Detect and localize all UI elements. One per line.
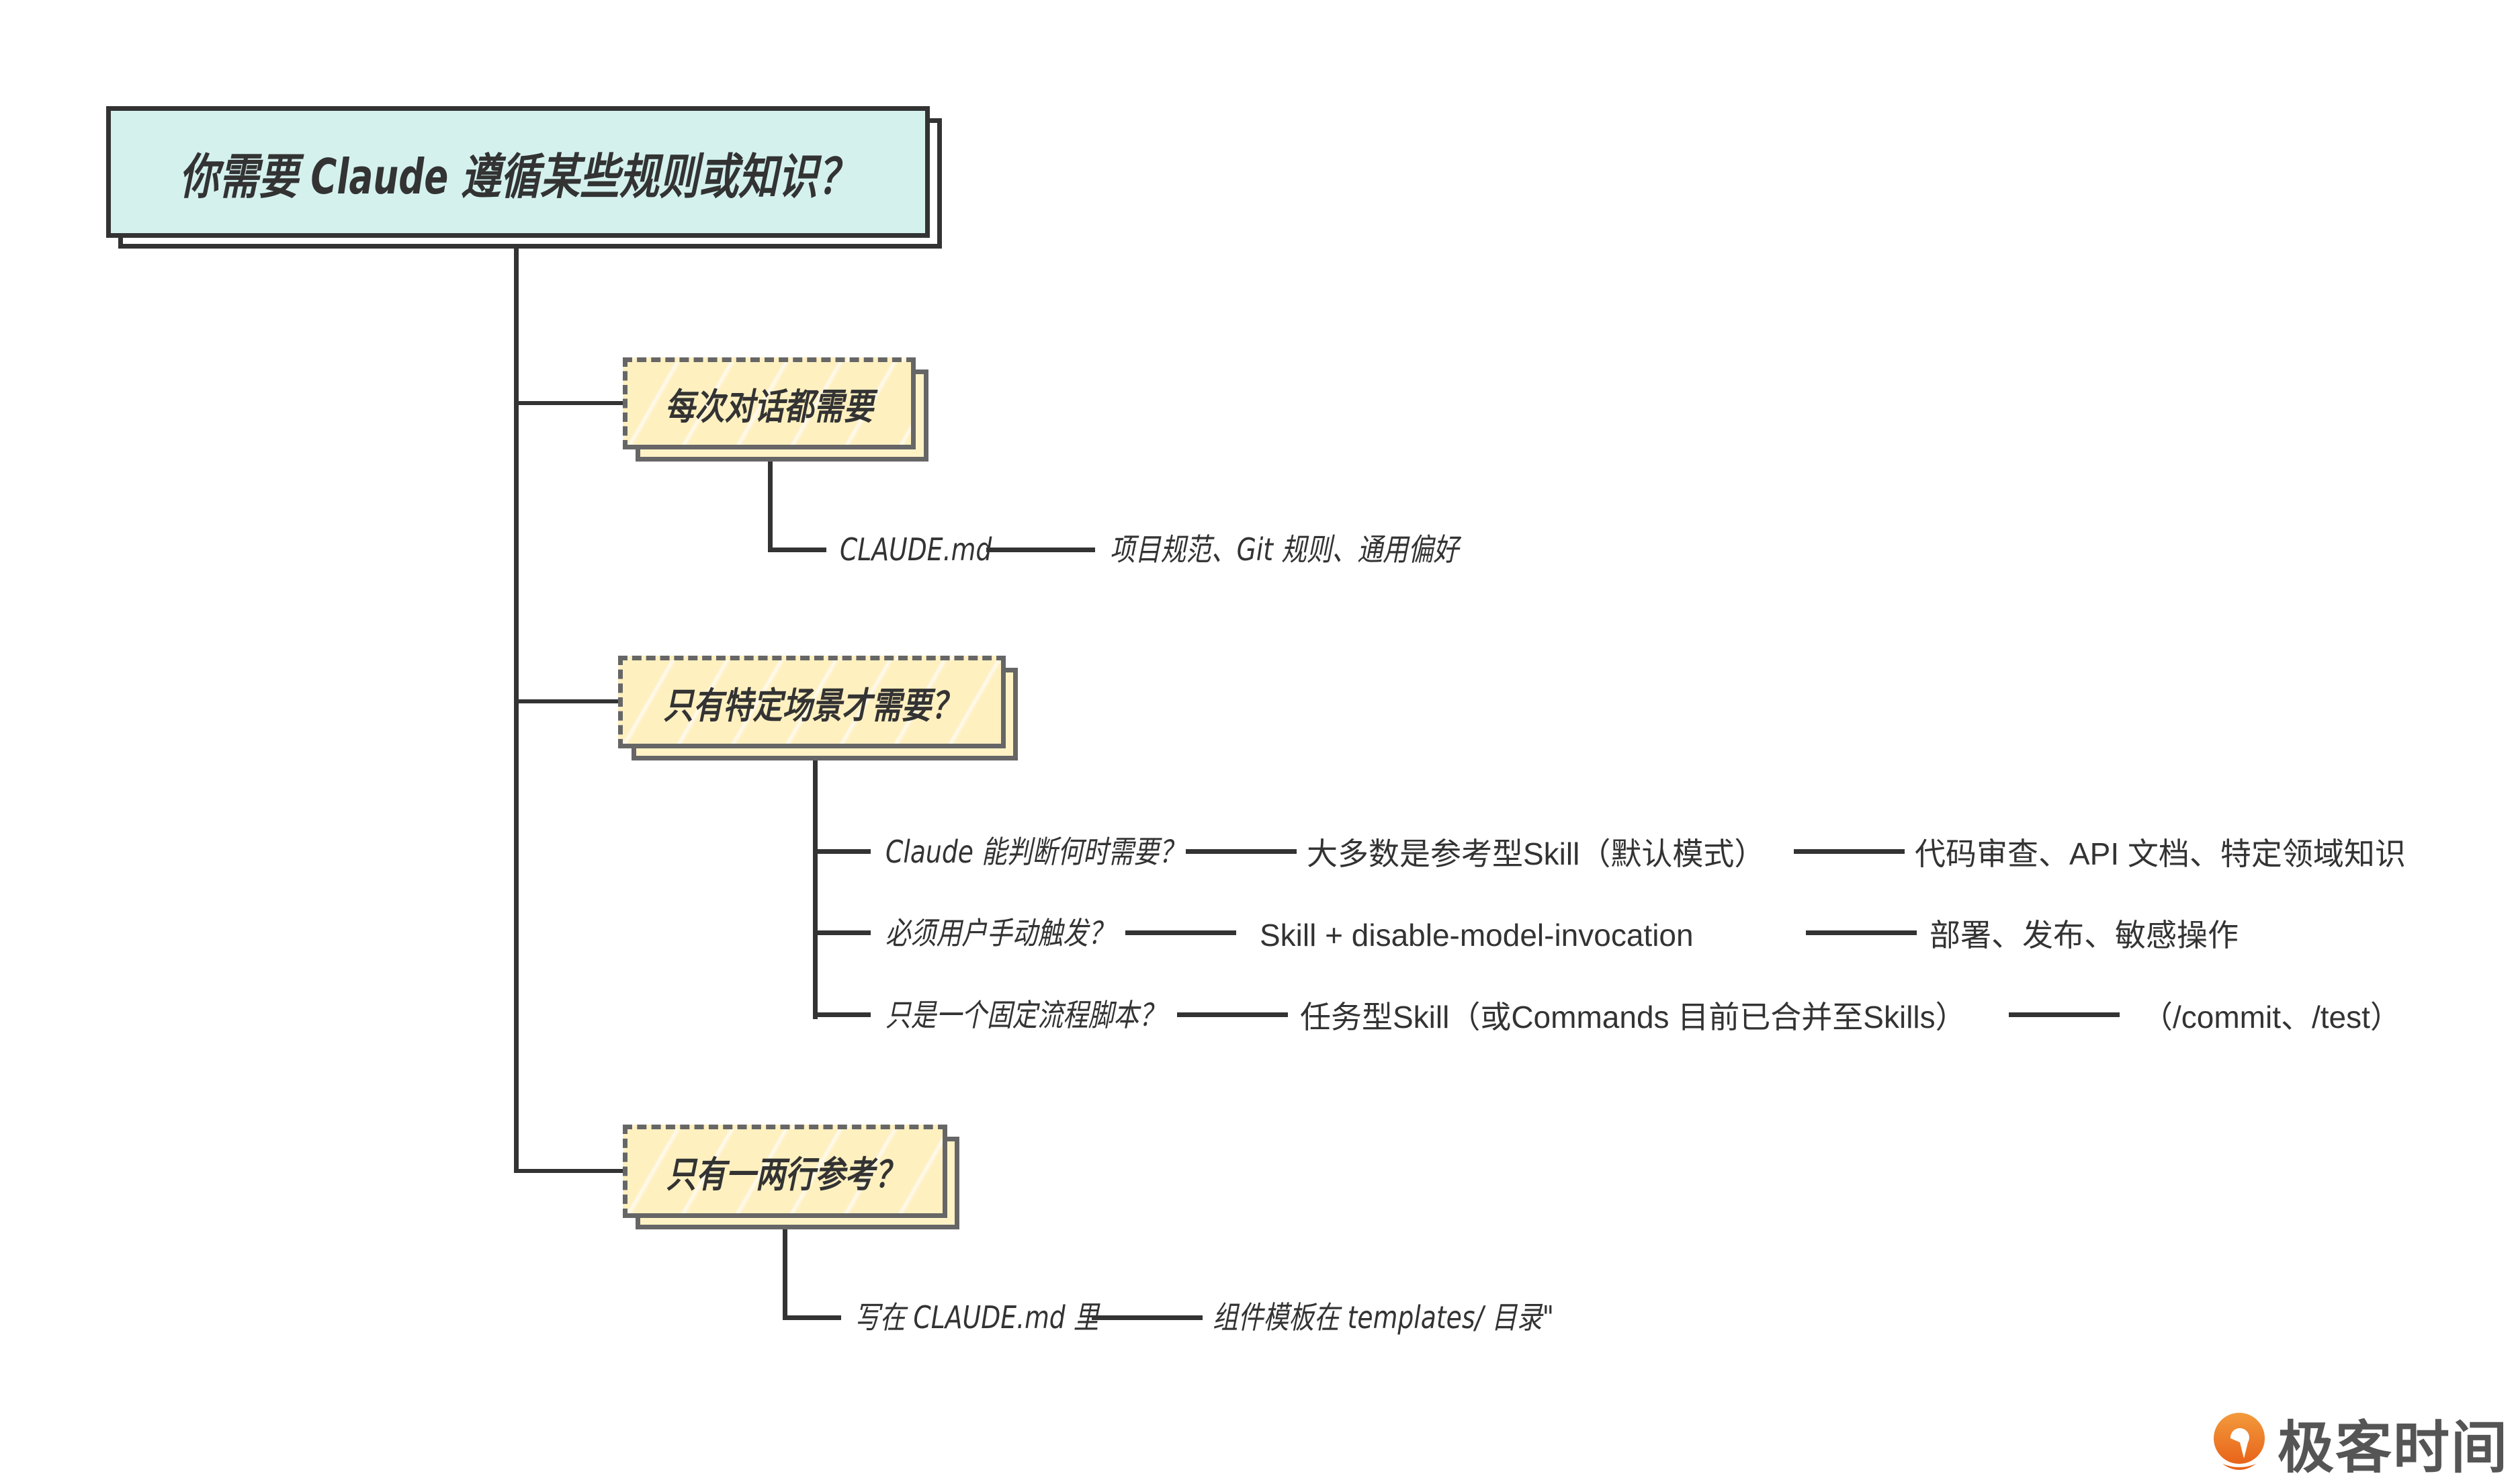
category-3-node: 只有一两行参考？ (623, 1125, 947, 1218)
category-3-child-line (783, 1315, 841, 1320)
category-2-child-1-dash-2 (1794, 849, 1905, 854)
category-2-label: 只有特定场景才需要？ (663, 684, 961, 727)
category-2-child-2-dash-1 (1125, 930, 1236, 935)
root-node: 你需要 Claude 遵循某些规则或知识？ (106, 106, 930, 238)
branch-line-2 (514, 699, 620, 703)
branch-line-3 (514, 1169, 623, 1173)
category-2-child-1-dash-1 (1186, 849, 1297, 854)
category-2-child-2-condition: 必须用户手动触发？ (885, 915, 1114, 951)
category-1-child-line (768, 548, 826, 552)
category-2-child-3-condition: 只是一个固定流程脚本？ (885, 997, 1164, 1033)
category-3-condition: 写在 CLAUDE.md 里 (855, 1299, 1099, 1336)
category-1-node: 每次对话都需要 (623, 357, 916, 449)
category-2-child-3-solution: 任务型Skill（或Commands 目前已合并至Skills） (1300, 1000, 1966, 1035)
category-2-child-3-dash-1 (1177, 1012, 1288, 1017)
category-2-child-1-solution: 大多数是参考型Skill（默认模式） (1307, 836, 1766, 871)
category-1-connector (768, 462, 773, 552)
root-node-label: 你需要 Claude 遵循某些规则或知识？ (179, 148, 857, 205)
category-2-child-1-examples: 代码审查、API 文档、特定领域知识 (1915, 836, 2406, 871)
category-2-child-2-solution: Skill + disable-model-invocation (1260, 918, 1694, 953)
branch-line-1 (514, 401, 623, 405)
category-3-connector (783, 1229, 787, 1319)
geektime-logo-icon (2210, 1411, 2268, 1476)
category-3-label: 只有一两行参考？ (666, 1153, 904, 1196)
category-1-label: 每次对话都需要 (665, 386, 873, 428)
category-2-child-3-line (813, 1012, 871, 1017)
category-2-child-3-dash-2 (2009, 1012, 2120, 1017)
category-2-child-1-line (813, 849, 871, 854)
category-2-child-2-dash-2 (1806, 930, 1917, 935)
category-3-examples: 组件模板在 templates/ 目录" (1213, 1299, 1555, 1336)
category-1-dash (986, 548, 1095, 552)
category-2-child-3-examples: （/commit、/test） (2142, 1000, 2401, 1035)
category-2-child-2-examples: 部署、发布、敏感操作 (1930, 918, 2239, 953)
brand-logo-text: 极客时间 (2278, 1415, 2509, 1481)
main-trunk-line (514, 249, 519, 1173)
category-2-connector (813, 760, 818, 1019)
brand-logo: 极客时间 (2210, 1403, 2509, 1484)
category-2-child-1-condition: Claude 能判断何时需要？ (885, 834, 1184, 870)
category-2-child-2-line (813, 930, 871, 935)
category-2-node: 只有特定场景才需要？ (618, 656, 1006, 748)
category-3-dash (1092, 1315, 1203, 1320)
category-1-condition: CLAUDE.md (840, 531, 992, 568)
category-1-examples: 项目规范、Git 规则、通用偏好 (1110, 531, 1459, 568)
